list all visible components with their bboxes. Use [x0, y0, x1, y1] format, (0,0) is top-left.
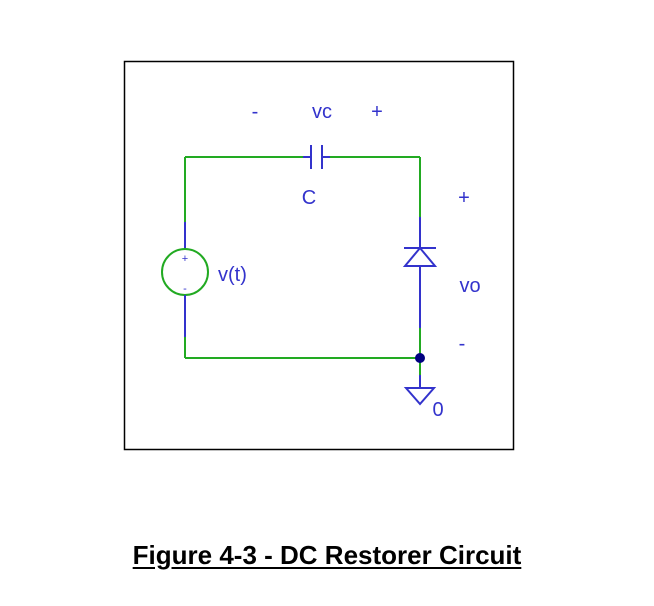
capacitor-plus-sign: + — [371, 101, 383, 123]
schematic-frame — [123, 60, 515, 451]
output-minus-sign: - — [459, 333, 466, 355]
output-plus-sign: + — [458, 187, 470, 209]
source-name-label: v(t) — [218, 264, 247, 286]
capacitor-name-label: C — [302, 187, 316, 209]
ground-label: 0 — [432, 399, 443, 421]
capacitor-symbol — [303, 145, 330, 169]
ground-symbol — [403, 375, 437, 406]
voltage-source-symbol — [161, 222, 209, 337]
capacitor-voltage-label: vc — [312, 101, 332, 123]
source-plus-sign: + — [182, 253, 188, 265]
capacitor-minus-sign: - — [252, 101, 259, 123]
figure-caption: Figure 4-3 - DC Restorer Circuit — [132, 540, 522, 570]
node-junction — [415, 353, 425, 363]
circuit-schematic: + - - vc + C v(t) + vo - 0 — [123, 60, 515, 451]
source-minus-sign: - — [183, 283, 187, 295]
diode-symbol — [402, 217, 438, 328]
output-voltage-label: vo — [459, 275, 480, 297]
